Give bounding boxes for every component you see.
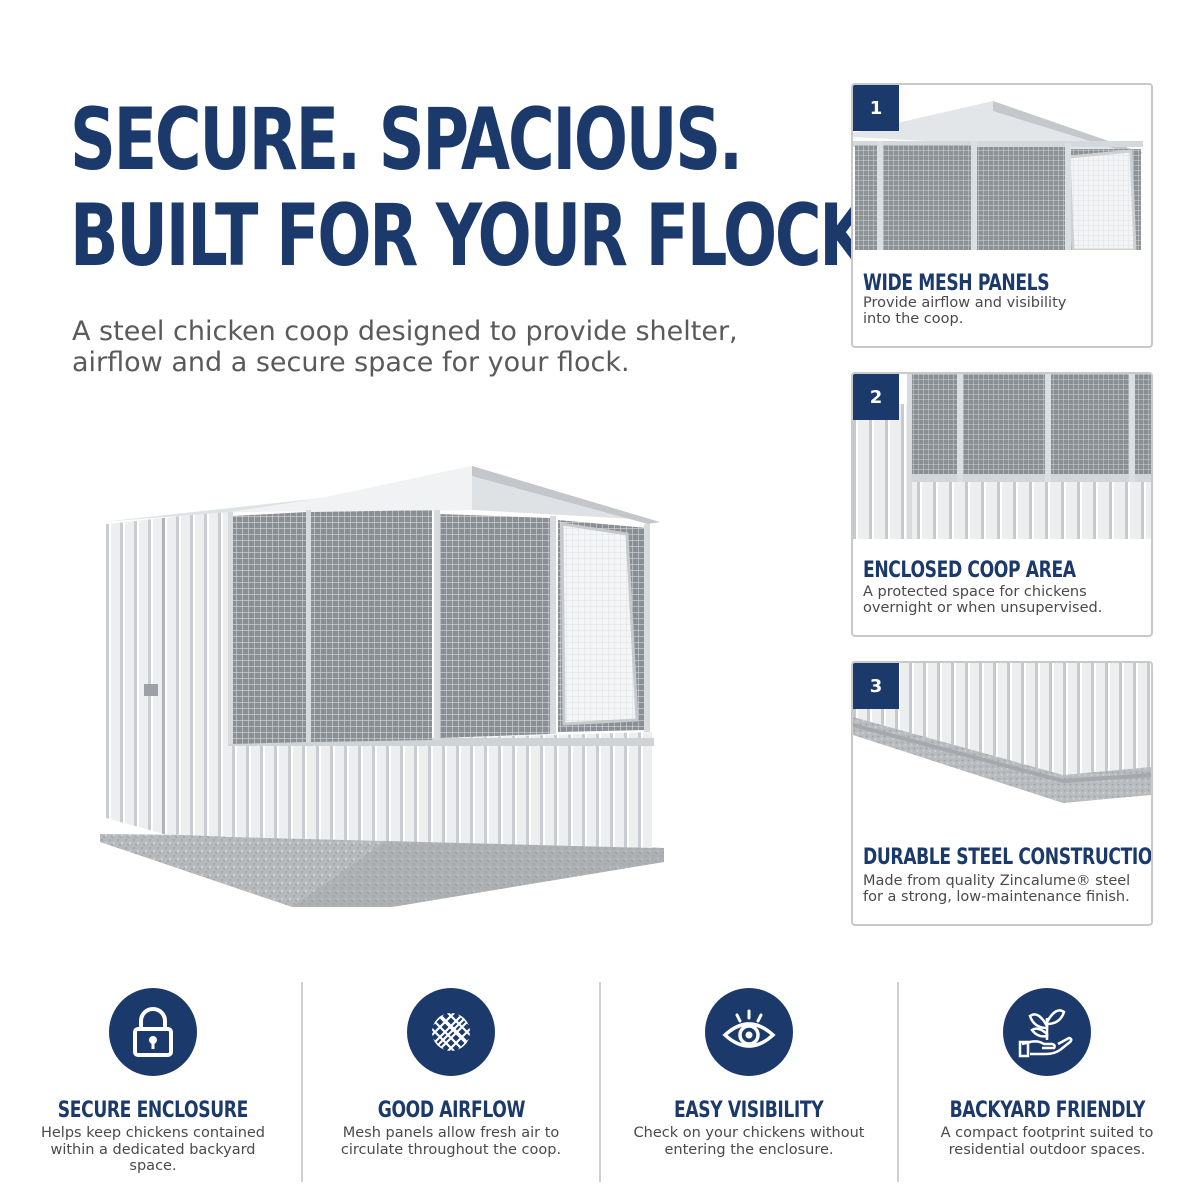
card-description: Provide airflow and visibility into the … bbox=[863, 295, 1148, 327]
feature-card-steel-construction: 3 DURABLE STEEL CONSTRUCTION Made from q… bbox=[851, 661, 1153, 926]
mesh-icon bbox=[407, 988, 495, 1076]
card-number-badge: 3 bbox=[853, 663, 899, 709]
feature-title: GOOD AIRFLOW bbox=[377, 1098, 525, 1123]
card-description-line-2: into the coop. bbox=[863, 311, 964, 327]
mesh-panels-photo bbox=[853, 85, 1151, 250]
card-description-line-2: overnight or when unsupervised. bbox=[863, 600, 1103, 616]
eye-icon bbox=[705, 988, 793, 1076]
divider bbox=[301, 982, 303, 1182]
card-number-badge: 1 bbox=[853, 85, 899, 131]
subtitle-line-2: airflow and a secure space for your floc… bbox=[72, 347, 630, 378]
feature-title: SECURE ENCLOSURE bbox=[57, 1098, 249, 1123]
feature-description: Mesh panels allow fresh air to circulate… bbox=[340, 1125, 562, 1158]
card-description: Made from quality Zincalume® steel for a… bbox=[863, 873, 1148, 905]
card-description-line-1: Provide airflow and visibility bbox=[863, 295, 1067, 311]
subtitle: A steel chicken coop designed to provide… bbox=[72, 316, 792, 378]
feature-description: Helps keep chickens contained within a d… bbox=[40, 1125, 266, 1174]
card-description: A protected space for chickens overnight… bbox=[863, 584, 1148, 616]
card-title: ENCLOSED COOP AREA bbox=[863, 558, 1076, 583]
feature-backyard-friendly: BACKYARD FRIENDLY A compact footprint su… bbox=[898, 988, 1196, 1158]
chicken-coop-image bbox=[100, 466, 664, 907]
coop-area-photo bbox=[853, 374, 1151, 539]
feature-title: EASY VISIBILITY bbox=[674, 1098, 824, 1123]
steel-base-photo bbox=[853, 663, 1151, 828]
card-description-line-1: Made from quality Zincalume® steel bbox=[863, 873, 1131, 889]
subtitle-line-1: A steel chicken coop designed to provide… bbox=[72, 316, 738, 347]
feature-easy-visibility: EASY VISIBILITY Check on your chickens w… bbox=[600, 988, 898, 1158]
divider bbox=[897, 982, 899, 1182]
card-title: WIDE MESH PANELS bbox=[863, 271, 1050, 296]
headline-line-2: BUILT FOR YOUR FLOCK. bbox=[70, 186, 891, 286]
headline-line-1: SECURE. SPACIOUS. bbox=[70, 90, 743, 190]
card-description-line-1: A protected space for chickens bbox=[863, 584, 1087, 600]
card-number-badge: 2 bbox=[853, 374, 899, 420]
feature-secure-enclosure: SECURE ENCLOSURE Helps keep chickens con… bbox=[4, 988, 302, 1175]
feature-card-mesh-panels: 1 WIDE MESH PANELS Provide airflow and v… bbox=[851, 83, 1153, 348]
feature-card-coop-area: 2 ENCLOSED COOP AREA A protected space f… bbox=[851, 372, 1153, 637]
feature-good-airflow: GOOD AIRFLOW Mesh panels allow fresh air… bbox=[302, 988, 600, 1158]
feature-title: BACKYARD FRIENDLY bbox=[949, 1098, 1145, 1123]
divider bbox=[599, 982, 601, 1182]
card-description-line-2: for a strong, low-maintenance finish. bbox=[863, 889, 1130, 905]
feature-description: Check on your chickens without entering … bbox=[633, 1125, 865, 1158]
plant-hand-icon bbox=[1003, 988, 1091, 1076]
lock-icon bbox=[109, 988, 197, 1076]
card-title: DURABLE STEEL CONSTRUCTION bbox=[863, 845, 1153, 870]
feature-description: A compact footprint suited to residentia… bbox=[940, 1125, 1154, 1158]
headline: SECURE. SPACIOUS. BUILT FOR YOUR FLOCK. bbox=[70, 90, 891, 286]
